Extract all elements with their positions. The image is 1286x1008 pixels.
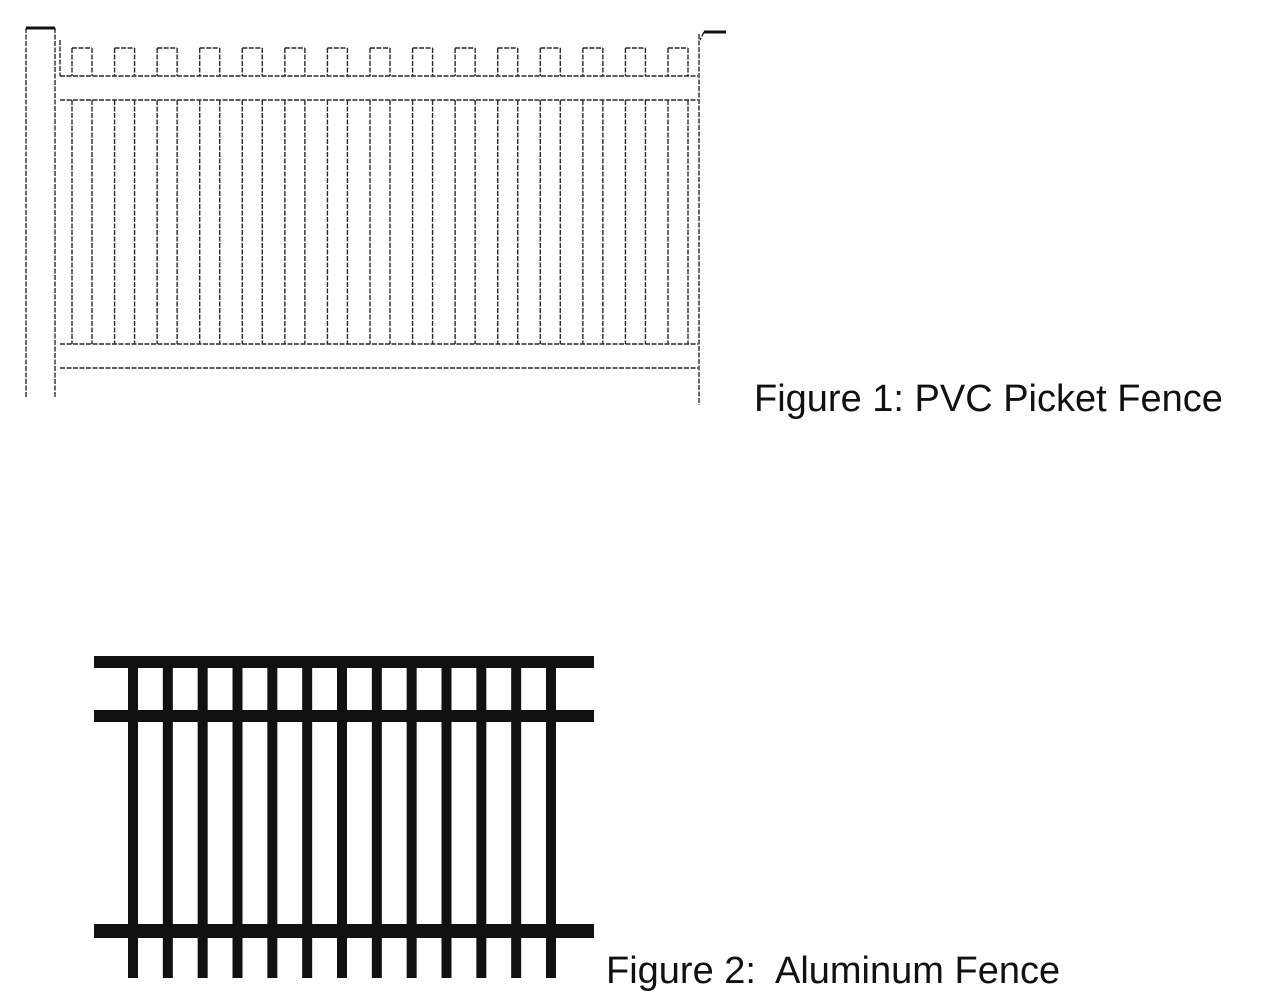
figure-1-caption: Figure 1: PVC Picket Fence [754, 378, 1223, 420]
aluminum-fence-drawing [94, 656, 594, 978]
picket [441, 662, 452, 978]
picket [476, 662, 487, 978]
picket [162, 662, 173, 978]
picket [546, 662, 556, 978]
pvc-picket-fence-drawing [25, 26, 726, 405]
picket [406, 662, 417, 978]
picket [128, 662, 138, 978]
right-post-cap-edge [699, 31, 705, 41]
picket [371, 662, 382, 978]
picket [267, 662, 278, 978]
picket [197, 662, 208, 978]
picket [337, 662, 347, 978]
picket [511, 662, 522, 978]
picket [302, 662, 313, 978]
picket [232, 662, 243, 978]
figure-2-caption: Figure 2: Aluminum Fence [606, 950, 1061, 992]
